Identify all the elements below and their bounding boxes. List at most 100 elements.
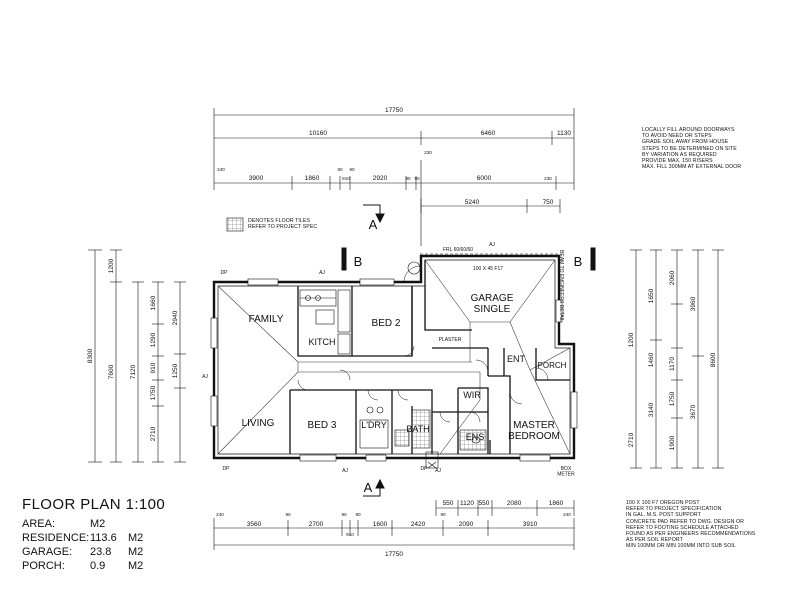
windows	[210, 278, 578, 462]
dim-right-1170: 1170	[669, 357, 676, 371]
section-b-left-marker	[341, 247, 347, 271]
section-b-right-label: B	[574, 254, 583, 269]
dim-bot-small-90c: 90	[355, 512, 361, 517]
label-line: GARAGE	[471, 293, 514, 304]
dim-top-l4-a: 5240	[465, 199, 480, 206]
dim-top-small-90b: 90	[349, 167, 355, 172]
bottom-dimension-small-text: 240 90 90 910 90 90 240	[216, 512, 571, 537]
room-bed2: BED 2	[372, 318, 401, 329]
dim-bot-l2-a: 3560	[247, 521, 262, 528]
dim-top-l2-b: 6460	[481, 130, 496, 137]
floor-plan-title: FLOOR PLAN 1:100	[22, 496, 166, 513]
section-marker-labels: A A B B	[354, 217, 583, 495]
dim-bot-small-240a: 240	[216, 512, 224, 517]
dim-top-l3-a: 3900	[249, 175, 264, 182]
dim-bot-l1-c: 550	[479, 500, 490, 507]
dim-bot-l1-e: 1860	[549, 500, 564, 507]
dim-top-l2-c: 1130	[557, 130, 571, 137]
dim-right-1200: 1200	[628, 332, 635, 347]
dim-top-l3-d: 6000	[477, 175, 492, 182]
dim-left-7600: 7600	[108, 364, 115, 379]
room-bath: BATH	[406, 424, 429, 434]
frl-label: FRL 60/60/60	[443, 247, 473, 253]
internal-walls	[289, 260, 570, 454]
dim-bot-l1-b: 1120	[460, 500, 474, 507]
dim-left-2940: 2940	[172, 310, 179, 325]
room-bed3: BED 3	[308, 420, 337, 431]
plaster-label: PLASTER	[439, 337, 462, 343]
area-unit-porch: M2	[128, 560, 144, 572]
dim-top-small-240: 240	[217, 167, 225, 172]
floor-tiles-note: DENOTES FLOOR TILES REFER TO PROJECT SPE…	[248, 218, 318, 231]
dim-bot-small-910: 910	[346, 532, 354, 537]
dim-left-1750: 1750	[150, 385, 157, 400]
roof-hip-lines	[217, 259, 571, 455]
section-markers	[341, 204, 596, 497]
structural-notes-bottom: 100 X 100 F7 OREGON POST REFER TO PROJEC…	[626, 500, 756, 550]
dim-right-1650: 1650	[648, 288, 655, 303]
area-unit-residence: M2	[128, 532, 144, 544]
room-lndry: L'DRY	[361, 420, 387, 430]
dim-top-l3-c: 2920	[373, 175, 388, 182]
aj-label-5: AJ	[489, 242, 495, 248]
dim-left-1660: 1660	[150, 295, 157, 310]
dim-top-small-910: 910	[342, 176, 350, 181]
dim-top-overall: 17750	[385, 107, 403, 114]
left-dimension-text: 8300 1200 7600 7120 1660 1290 910 1750 2…	[87, 258, 179, 441]
dim-bot-l1-a: 550	[443, 500, 454, 507]
right-dimension-text: 8600 3960 3670 2060 1650 1200 1460 3140 …	[628, 270, 717, 450]
room-family: FAMILY	[249, 314, 284, 325]
room-ent: ENT	[507, 354, 526, 364]
dim-top-small-90c: 90	[405, 176, 411, 181]
label-line: MASTER	[513, 420, 555, 431]
bottom-dimension-text: 550 1120 550 2080 1860 3560 2700 1600 24…	[247, 500, 564, 558]
dim-right-2060: 2060	[669, 270, 676, 285]
area-header: AREA:	[22, 518, 55, 530]
dim-top-l3-b: 1860	[305, 175, 320, 182]
area-label-garage: GARAGE:	[22, 546, 73, 558]
dim-bot-small-90d: 90	[440, 512, 446, 517]
dim-bot-small-240b: 240	[563, 512, 571, 517]
aj-label-1: AJ	[319, 270, 325, 276]
dim-bot-l2-b: 2700	[309, 521, 324, 528]
area-value-garage: 23.8	[90, 546, 112, 558]
label-line: BEDROOM	[508, 431, 560, 442]
room-wir: WIR	[463, 390, 481, 400]
room-kitch: KITCH	[309, 337, 336, 347]
dim-right-1460: 1460	[648, 352, 655, 367]
area-header-unit: M2	[90, 518, 106, 530]
dp-label-2: DP	[223, 466, 231, 472]
label-line: BOX	[561, 466, 572, 472]
dim-left-outer: 8300	[87, 348, 94, 363]
dim-right-3140: 3140	[648, 402, 655, 417]
label-line: METER	[557, 472, 575, 478]
section-b-left-label: B	[354, 254, 363, 269]
area-header-label: AREA:	[22, 518, 56, 530]
top-dimension-chains	[213, 108, 575, 246]
section-a-top-label: A	[369, 217, 378, 232]
dim-right-outer: 8600	[710, 352, 717, 367]
top-dimension-small-text: 240 90 90 910 90 90 230 230	[217, 150, 552, 181]
section-a-bottom-label: A	[364, 480, 373, 495]
dim-right-1750: 1750	[669, 391, 676, 406]
room-labels: FAMILY LIVING KITCH BED 2 BED 3 WIR ENS …	[242, 314, 567, 442]
dim-bot-l2-c: 1600	[373, 521, 388, 528]
dim-left-1200: 1200	[108, 258, 115, 273]
section-b-right-marker	[590, 247, 596, 271]
plan-annotations: 100 X 45 F17 PLASTER FRL 60/60/60 BEAM T…	[202, 242, 564, 474]
dim-bot-l2-d: 2420	[411, 521, 426, 528]
area-value-residence: 113.6	[90, 532, 117, 544]
dim-top-l4-b: 750	[543, 199, 554, 206]
dim-top-l2-a: 10160	[309, 130, 327, 137]
dim-left-1250: 1250	[172, 363, 179, 378]
aj-label-2: AJ	[342, 468, 348, 474]
right-dimension-chains	[630, 249, 724, 469]
label-line: SINGLE	[474, 304, 511, 315]
dim-right-3670: 3670	[690, 404, 697, 419]
dim-left-910: 910	[150, 362, 157, 373]
room-living: LIVING	[242, 418, 275, 429]
